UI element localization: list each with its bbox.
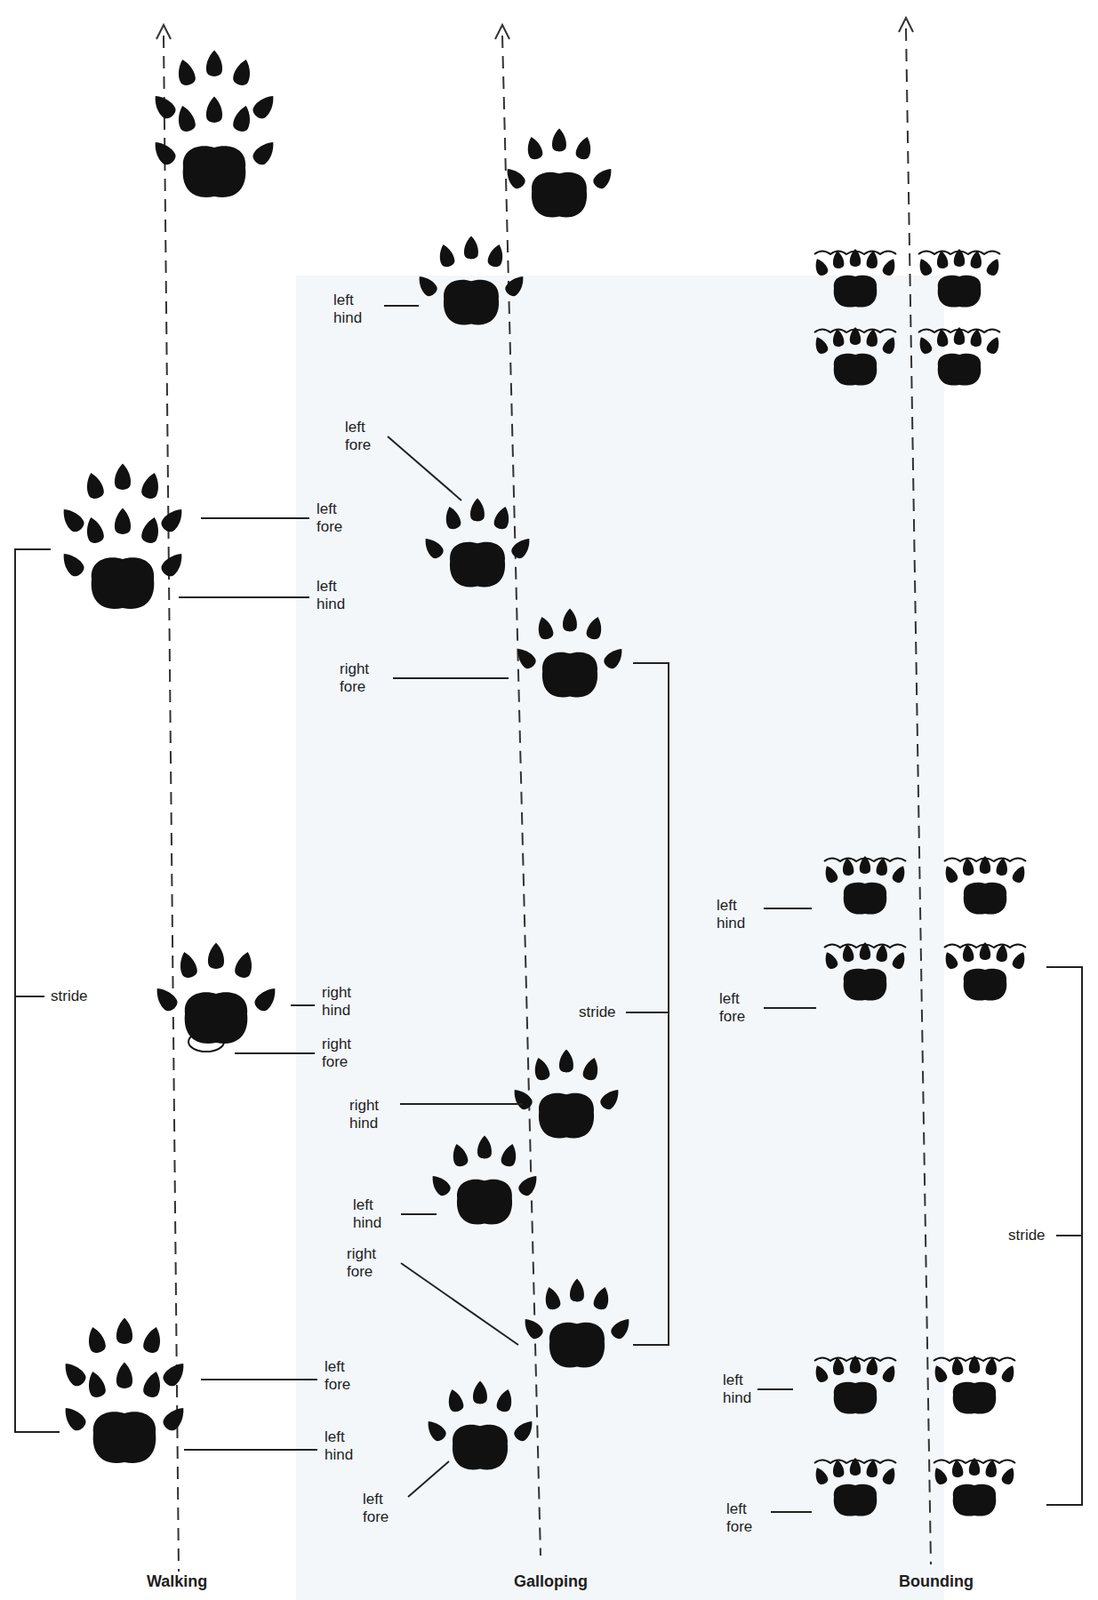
- track-label: left hind: [333, 291, 382, 329]
- track-label: left fore: [316, 500, 365, 537]
- stride-label: stride: [1008, 1226, 1046, 1245]
- track-label: left fore: [362, 1490, 411, 1528]
- track-label: left fore: [719, 990, 768, 1027]
- gait-name: Walking: [146, 1572, 208, 1593]
- stride-label: stride: [50, 987, 89, 1006]
- shaded-panel: [296, 275, 945, 1600]
- track-label: left fore: [324, 1358, 373, 1395]
- stride-label: stride: [578, 1003, 617, 1022]
- track-label: left hind: [324, 1428, 373, 1466]
- track-label: right fore: [339, 660, 388, 698]
- track-lines: [156, 17, 931, 1572]
- track-label: left hind: [316, 577, 365, 615]
- paw-prints: [57, 50, 1029, 1517]
- track-label: left fore: [344, 418, 393, 456]
- leader-lines: [178, 305, 817, 1513]
- track-label: right hind: [321, 984, 370, 1021]
- track-label: left hind: [352, 1196, 401, 1234]
- gait-name: Galloping: [513, 1572, 588, 1593]
- stride-brackets: [15, 549, 1082, 1506]
- track-label: right fore: [346, 1245, 395, 1283]
- track-label: left hind: [716, 897, 765, 934]
- track-label: right fore: [321, 1035, 370, 1073]
- track-label: left hind: [722, 1371, 771, 1409]
- gait-name: Bounding: [898, 1572, 974, 1593]
- track-label: right hind: [349, 1097, 398, 1134]
- track-label: left fore: [726, 1500, 775, 1538]
